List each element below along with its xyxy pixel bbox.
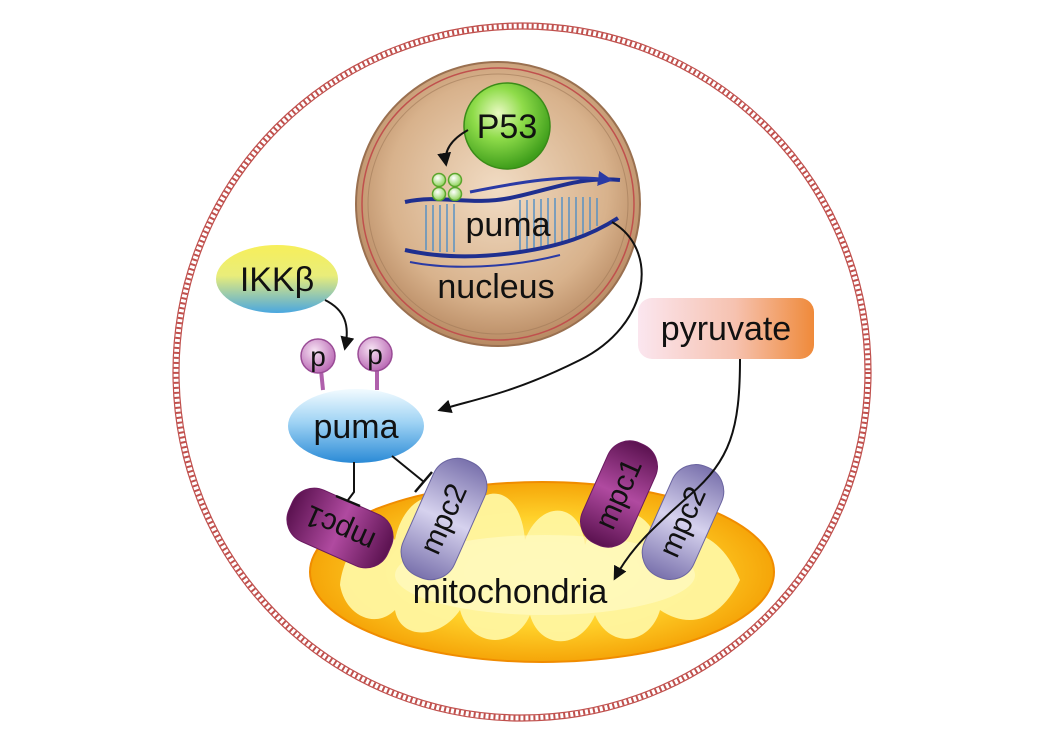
p53-binding-complex	[431, 172, 463, 202]
inhibition-puma-to-mpc2	[391, 455, 433, 493]
puma-protein-label: puma	[313, 408, 398, 446]
arrow-ikkb-to-puma	[324, 299, 355, 351]
arrow-pyruvate-to-mitochondria	[613, 358, 741, 581]
cell-membrane	[172, 22, 872, 722]
mitochondria-label: mitochondria	[413, 573, 608, 611]
pyruvate-label: pyruvate	[661, 310, 791, 348]
phospho-label-1: p	[310, 341, 326, 372]
inhibition-puma-to-mpc1	[335, 462, 361, 508]
arrow-gene-to-protein	[437, 221, 643, 414]
nucleus	[355, 61, 641, 347]
nucleus-label: nucleus	[437, 268, 554, 306]
puma-gene-label: puma	[465, 206, 550, 244]
p53-label: P53	[477, 108, 538, 146]
phospho-group-1: p	[300, 338, 336, 391]
phospho-label-2: p	[367, 339, 383, 370]
puma-protein-node: puma	[288, 389, 424, 463]
ikkb-node: IKKβ	[216, 245, 338, 313]
ikkb-label: IKKβ	[240, 261, 314, 299]
phospho-group-2: p	[357, 336, 393, 390]
p53-node: P53	[463, 82, 551, 170]
mpc1-left: mpc1	[286, 487, 394, 569]
arrow-p53-to-dna	[437, 129, 469, 167]
pyruvate-node: pyruvate	[638, 298, 814, 359]
